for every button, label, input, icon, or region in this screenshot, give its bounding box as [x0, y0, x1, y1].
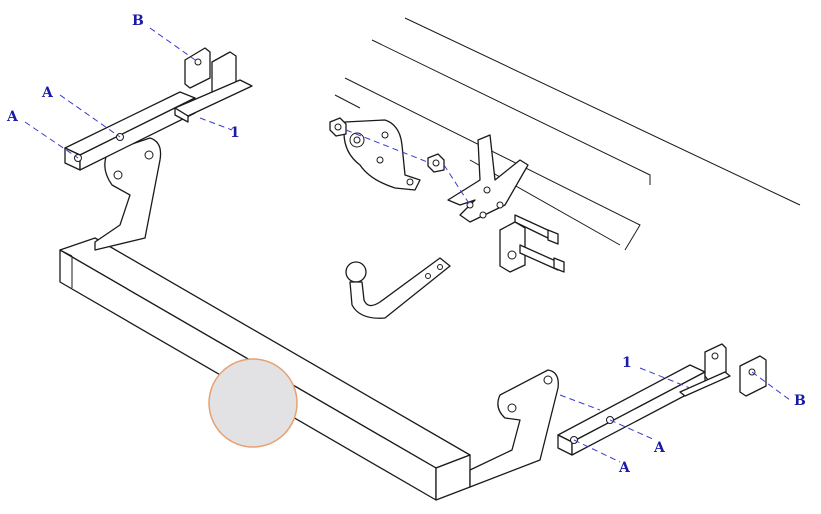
socket-plate	[329, 117, 445, 191]
marker-circle	[208, 358, 298, 448]
leader-lines	[24, 27, 791, 463]
left-side-rail	[64, 47, 253, 171]
label-a-right-upper: A	[653, 440, 666, 456]
label-a-lower-left: A	[6, 109, 19, 125]
vehicle-body-outline	[334, 17, 801, 251]
label-1-left: 1	[230, 125, 240, 141]
label-b-right: B	[794, 393, 806, 409]
label-a-right-lower: A	[618, 460, 631, 476]
left-bracket	[94, 137, 162, 251]
right-bracket	[469, 369, 559, 488]
tow-ball-neck	[345, 257, 451, 319]
mounting-bracket	[447, 134, 565, 273]
label-b-top-left: B	[132, 13, 144, 29]
callout-labels: B A A 1 1 B A A	[6, 13, 806, 476]
label-a-upper-left: A	[41, 85, 54, 101]
right-side-rail	[557, 343, 767, 456]
label-1-right: 1	[622, 355, 632, 371]
